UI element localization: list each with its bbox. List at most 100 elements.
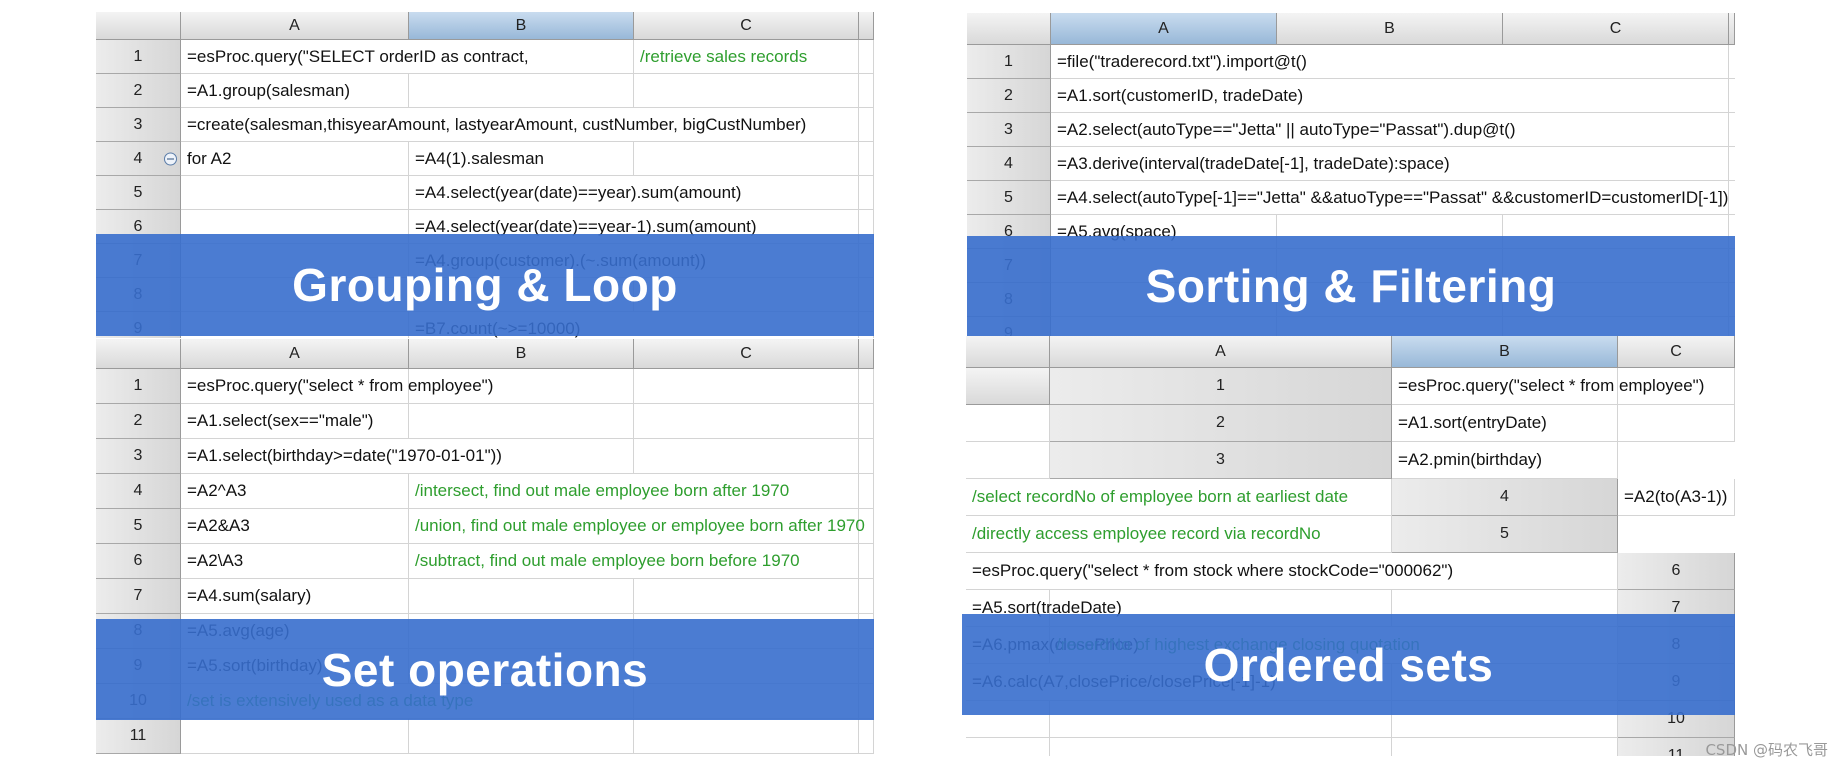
select-all-corner[interactable]: [96, 339, 181, 369]
formula-cell[interactable]: [634, 404, 859, 439]
formula-cell[interactable]: =A2.select(autoType=="Jetta" || autoType…: [1051, 113, 1729, 147]
row-number: 5: [1500, 525, 1509, 542]
column-header-b[interactable]: B: [1392, 336, 1618, 368]
row-header[interactable]: 1: [96, 369, 181, 404]
row-header[interactable]: 6: [1618, 553, 1735, 590]
formula-cell[interactable]: =A1.sort(entryDate): [1392, 405, 1618, 442]
formula-cell[interactable]: [1392, 701, 1618, 738]
formula-cell[interactable]: [409, 719, 634, 754]
formula-cell[interactable]: =A4(1).salesman: [409, 142, 634, 176]
formula-cell[interactable]: =A2.pmin(birthday): [1392, 442, 1618, 479]
collapse-minus-icon[interactable]: [164, 152, 177, 165]
row-header[interactable]: 6: [96, 544, 181, 579]
row-header[interactable]: 4: [96, 474, 181, 509]
formula-cell[interactable]: =A1.sort(customerID, tradeDate): [1051, 79, 1729, 113]
formula-cell[interactable]: [1050, 738, 1392, 756]
formula-cell[interactable]: =A4.select(autoType[-1]=="Jetta" &&atuoT…: [1051, 181, 1729, 215]
formula-cell[interactable]: [634, 369, 859, 404]
formula-cell[interactable]: [409, 579, 634, 614]
row-header[interactable]: 4: [967, 147, 1051, 181]
row-header[interactable]: 2: [1050, 405, 1392, 442]
formula-cell[interactable]: =esProc.query("select * from employee"): [1392, 368, 1704, 405]
row-header[interactable]: 3: [96, 439, 181, 474]
overflow-cell: [859, 176, 874, 210]
select-all-corner[interactable]: [967, 13, 1051, 45]
formula-cell[interactable]: =A1.select(birthday>=date("1970-01-01")): [181, 439, 634, 474]
comment-cell[interactable]: /retrieve sales records: [634, 40, 859, 74]
formula-cell[interactable]: =A4.sum(salary): [181, 579, 409, 614]
formula-cell[interactable]: [409, 74, 634, 108]
comment-cell[interactable]: /subtract, find out male employee born b…: [409, 544, 859, 579]
formula-cell[interactable]: [634, 719, 859, 754]
formula-cell[interactable]: =A2(to(A3-1)): [1618, 479, 1735, 516]
row-header[interactable]: 11: [96, 719, 181, 754]
formula-cell[interactable]: =A1.group(salesman): [181, 74, 409, 108]
formula-cell[interactable]: =A1.select(sex=="male"): [181, 404, 409, 439]
row-header[interactable]: 5: [967, 181, 1051, 215]
select-all-corner[interactable]: [96, 12, 181, 40]
formula-cell[interactable]: =A2^A3: [181, 474, 409, 509]
formula-cell[interactable]: [634, 579, 859, 614]
column-header-b[interactable]: B: [409, 339, 634, 369]
formula-cell[interactable]: =esProc.query("select * from stock where…: [966, 553, 1618, 590]
formula-cell[interactable]: [966, 701, 1050, 738]
formula-cell[interactable]: =A4.select(year(date)==year).sum(amount): [409, 176, 859, 210]
formula-cell[interactable]: [966, 442, 1050, 479]
column-header-c[interactable]: C: [634, 339, 859, 369]
formula-cell[interactable]: [409, 369, 634, 404]
column-header-a[interactable]: A: [1050, 336, 1392, 368]
row-header[interactable]: 3: [967, 113, 1051, 147]
row-header[interactable]: 2: [96, 404, 181, 439]
row-header[interactable]: 4: [1392, 479, 1618, 516]
formula-cell[interactable]: =A2\A3: [181, 544, 409, 579]
column-header-a[interactable]: A: [1051, 13, 1277, 45]
formula-cell[interactable]: =A3.derive(interval(tradeDate[-1], trade…: [1051, 147, 1729, 181]
column-header-b[interactable]: B: [409, 12, 634, 40]
formula-cell[interactable]: [966, 405, 1050, 442]
formula-cell[interactable]: [634, 142, 859, 176]
column-header-c[interactable]: C: [634, 12, 859, 40]
overflow-cell: [1729, 147, 1735, 181]
column-header-a[interactable]: A: [181, 12, 409, 40]
formula-cell[interactable]: =A2&A3: [181, 509, 409, 544]
comment-cell[interactable]: /intersect, find out male employee born …: [409, 474, 859, 509]
formula-cell[interactable]: [181, 176, 409, 210]
row-header[interactable]: 1: [967, 45, 1051, 79]
column-header-a[interactable]: A: [181, 339, 409, 369]
formula-cell[interactable]: for A2: [181, 142, 409, 176]
comment-cell[interactable]: /select recordNo of employee born at ear…: [966, 479, 1392, 516]
formula-cell[interactable]: [966, 738, 1050, 756]
row-header[interactable]: 3: [96, 108, 181, 142]
row-header[interactable]: 2: [96, 74, 181, 108]
row-header[interactable]: 2: [967, 79, 1051, 113]
column-header-c[interactable]: C: [1503, 13, 1729, 45]
row-header[interactable]: 7: [96, 579, 181, 614]
row-header[interactable]: 5: [96, 509, 181, 544]
row-header[interactable]: 1: [1050, 368, 1392, 405]
row-header[interactable]: 5: [1392, 516, 1618, 553]
column-header-c[interactable]: C: [1618, 336, 1735, 368]
row-header[interactable]: 5: [96, 176, 181, 210]
formula-cell[interactable]: [634, 74, 859, 108]
formula-cell[interactable]: [1392, 738, 1618, 756]
comment-cell[interactable]: /directly access employee record via rec…: [966, 516, 1392, 553]
formula-cell[interactable]: [1618, 405, 1735, 442]
row-header[interactable]: 3: [1050, 442, 1392, 479]
formula-cell[interactable]: [1050, 701, 1392, 738]
formula-cell[interactable]: [181, 719, 409, 754]
overflow-cell: [859, 474, 874, 509]
formula-cell[interactable]: [1618, 368, 1735, 405]
formula-cell[interactable]: =esProc.query("SELECT orderID as contrac…: [181, 40, 634, 74]
formula-cell[interactable]: =esProc.query("select * from employee"): [181, 369, 493, 404]
column-header-b[interactable]: B: [1277, 13, 1503, 45]
column-header-overflow: [1729, 13, 1735, 45]
row-header[interactable]: 11: [1618, 738, 1735, 756]
row-header[interactable]: 1: [96, 40, 181, 74]
comment-cell[interactable]: /union, find out male employee or employ…: [409, 509, 865, 544]
formula-cell[interactable]: [409, 404, 634, 439]
select-all-corner[interactable]: [966, 336, 1050, 368]
formula-cell[interactable]: =create(salesman,thisyearAmount, lastyea…: [181, 108, 859, 142]
row-header[interactable]: 4: [96, 142, 181, 176]
formula-cell[interactable]: =file("traderecord.txt").import@t(): [1051, 45, 1729, 79]
formula-cell[interactable]: [634, 439, 859, 474]
